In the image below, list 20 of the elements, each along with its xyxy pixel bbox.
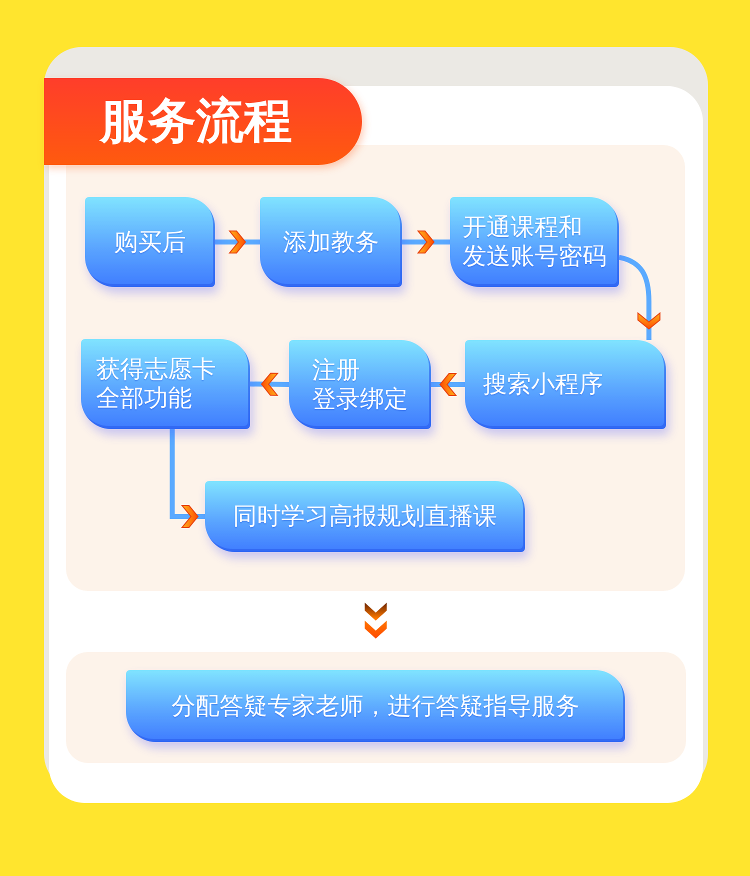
step-box	[260, 197, 402, 287]
section-panel	[66, 145, 685, 591]
double-chevron-arrow	[364, 602, 387, 639]
step-text: 获得志愿卡全部功能	[96, 355, 216, 413]
step-text: 开通课程和发送账号密码	[462, 213, 606, 271]
step-text: 添加教务	[283, 228, 379, 256]
step-box	[126, 670, 625, 742]
step-box	[205, 481, 525, 552]
step-box	[85, 197, 215, 287]
step-box	[450, 197, 619, 287]
step-text: 注册登录绑定	[312, 356, 408, 414]
step-text: 同时学习高报规划直播课	[233, 502, 497, 531]
step-box	[465, 340, 666, 429]
step-text: 购买后	[114, 228, 186, 256]
title-banner: 服务流程	[44, 78, 362, 165]
step-text: 分配答疑专家老师，进行答疑指导服务	[172, 692, 580, 720]
step-text: 搜索小程序	[483, 370, 603, 399]
step-box	[289, 340, 431, 429]
step-box	[81, 339, 250, 429]
section-panel	[66, 652, 686, 763]
